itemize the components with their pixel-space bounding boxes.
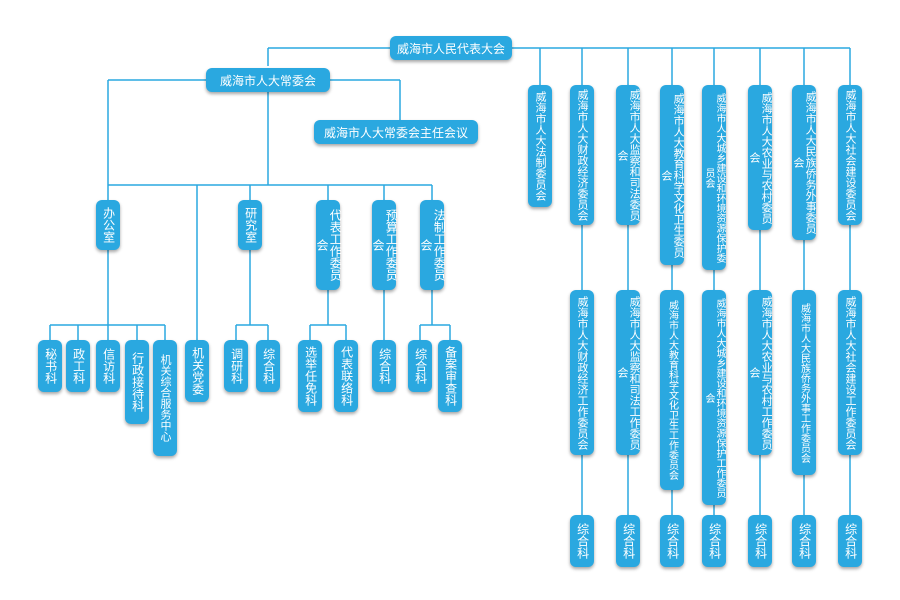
node-education-committee: 威海市人大教育科学文化卫生委员会 <box>660 85 685 265</box>
node-supervision-committee: 威海市人大监察和司法委员会 <box>616 85 641 225</box>
node-research-general-section: 综合科 <box>256 340 280 392</box>
node-deputies-committee: 代表工作委员会 <box>315 200 342 290</box>
node-finance-general-section: 综合科 <box>570 515 594 567</box>
node-finance-committee: 威海市人大财政经济委员会 <box>570 85 594 225</box>
node-legal-general-section: 综合科 <box>408 340 432 392</box>
node-urban-rural-work-committee: 威海市人大城乡建设和环境资源保护工作委员会 <box>702 290 726 505</box>
node-social-construction-general-section: 综合科 <box>838 515 862 567</box>
node-service-center: 机关综合服务中心 <box>153 340 177 456</box>
node-liaison-section: 代表联络科 <box>334 340 358 412</box>
node-chairmen-meeting: 威海市人大常委会主任会议 <box>314 120 478 144</box>
node-reception-section: 行政接待科 <box>125 340 149 424</box>
node-social-construction-work-committee: 威海市人大社会建设工作委员会 <box>838 290 862 455</box>
node-budget-general-section: 综合科 <box>372 340 396 392</box>
node-ethnic-affairs-work-committee: 威海市人大民族侨务外事工作委员会 <box>792 290 816 475</box>
node-survey-section: 调研科 <box>224 340 248 392</box>
node-legal-work-committee: 法制工作委员会 <box>419 200 446 290</box>
node-filing-review-section: 备案审查科 <box>438 340 462 412</box>
node-research-office: 研究室 <box>238 200 262 250</box>
node-supervision-general-section: 综合科 <box>616 515 640 567</box>
node-standing-committee: 威海市人大常委会 <box>206 68 330 92</box>
node-social-construction-committee: 威海市人大社会建设委员会 <box>838 85 862 225</box>
node-legal-committee: 威海市人大法制委员会 <box>528 85 552 207</box>
node-ethnic-affairs-general-section: 综合科 <box>792 515 816 567</box>
node-education-work-committee: 威海市人大教育科学文化卫生工作委员会 <box>660 290 684 490</box>
node-congress: 威海市人民代表大会 <box>390 36 512 60</box>
node-urban-rural-general-section: 综合科 <box>702 515 726 567</box>
node-agriculture-general-section: 综合科 <box>748 515 772 567</box>
node-finance-work-committee: 威海市人大财政经济工作委员会 <box>570 290 594 455</box>
node-ethnic-affairs-committee: 威海市人大民族侨务外事委员会 <box>792 85 817 240</box>
node-office: 办公室 <box>96 200 120 250</box>
node-agriculture-committee: 威海市人大农业与农村委员会 <box>748 85 773 230</box>
node-party-committee: 机关党委 <box>185 340 209 402</box>
node-education-general-section: 综合科 <box>660 515 684 567</box>
node-budget-committee: 预算工作委员会 <box>371 200 398 290</box>
node-supervision-work-committee: 威海市人大监察和司法工作委员会 <box>616 290 641 455</box>
node-election-section: 选举任免科 <box>298 340 322 412</box>
node-agriculture-work-committee: 威海市人大农业与农村工作委员会 <box>748 290 773 455</box>
node-political-section: 政工科 <box>66 340 90 392</box>
node-secretary-section: 秘书科 <box>38 340 62 392</box>
node-petition-section: 信访科 <box>96 340 120 392</box>
node-urban-rural-committee: 威海市人大城乡建设和环境资源保护委员会 <box>702 85 726 270</box>
